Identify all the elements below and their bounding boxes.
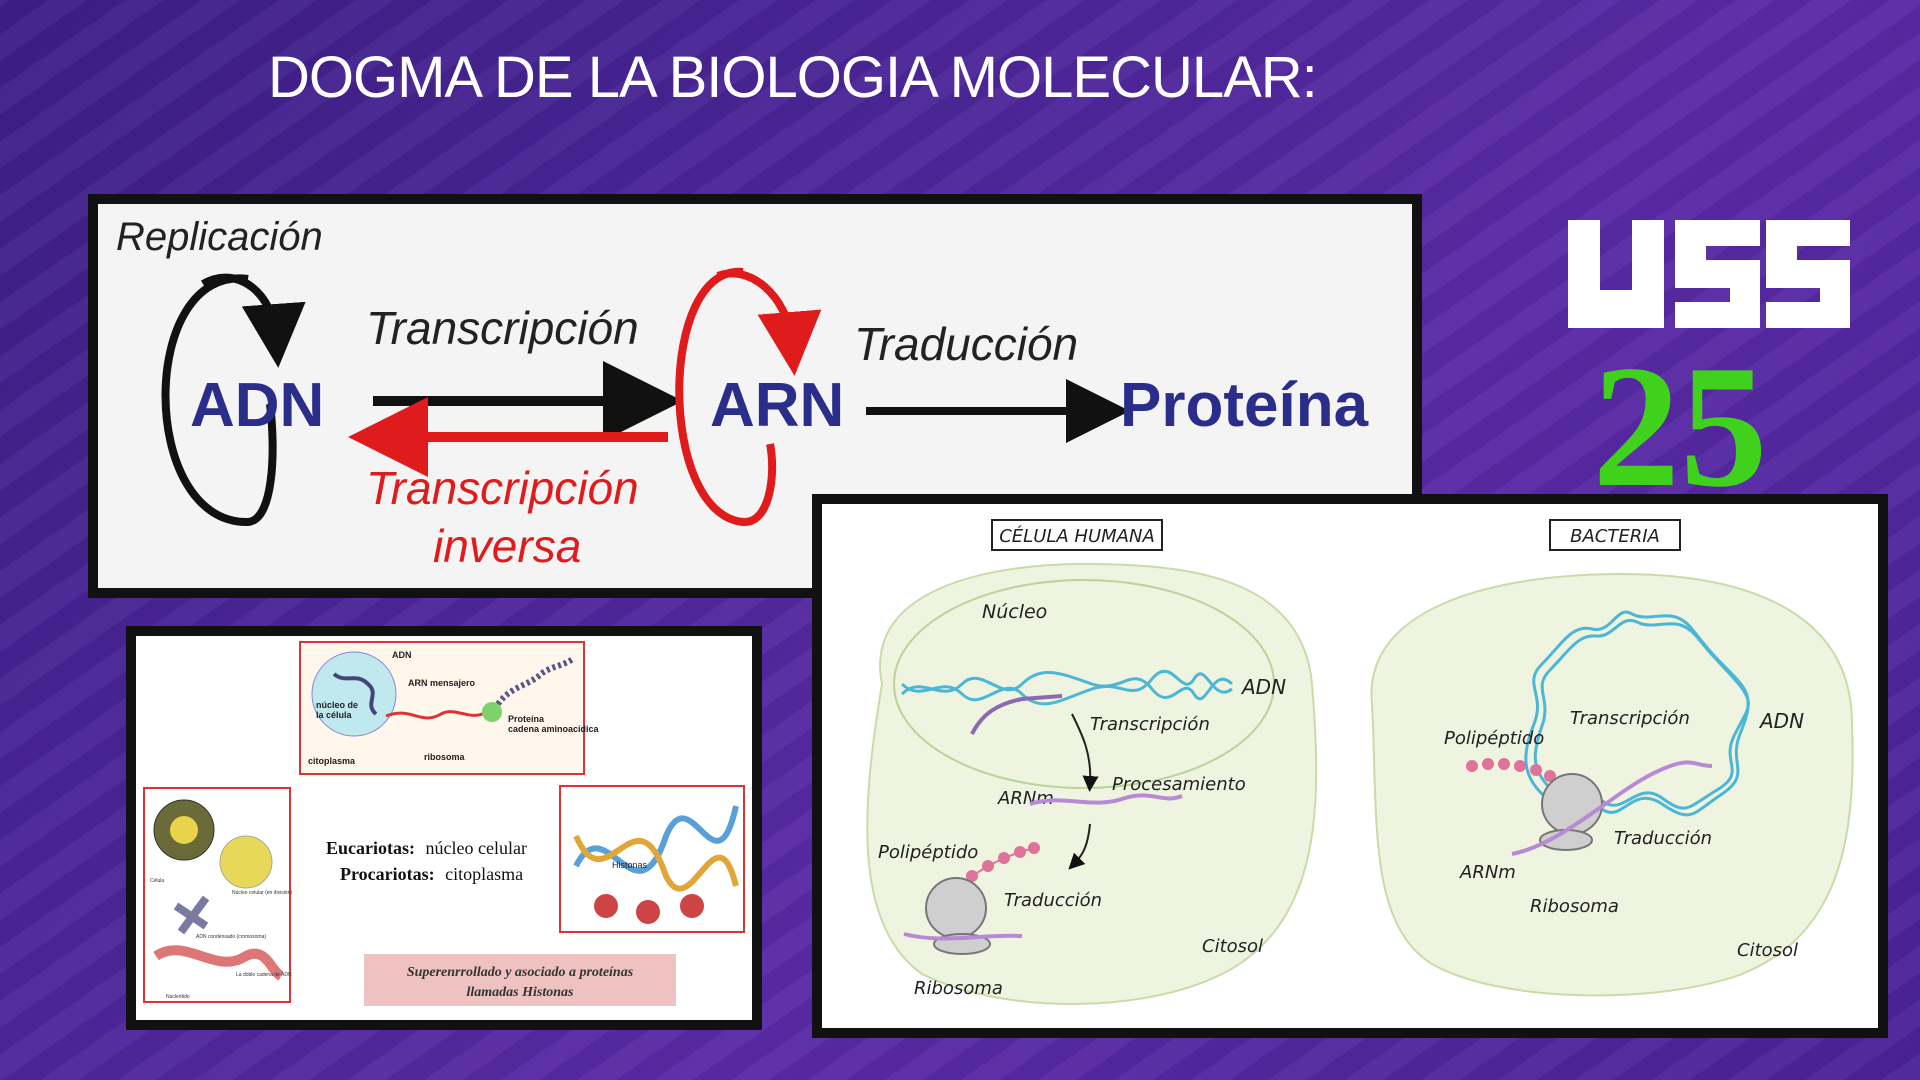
bacteria-ribosome-label: Ribosoma <box>1530 896 1619 917</box>
translation-label: Traducción <box>854 318 1078 370</box>
bacteria-cytosol-label: Citosol <box>1737 940 1798 961</box>
human-nucleus-label: Núcleo <box>982 601 1047 623</box>
histone-3 <box>680 894 704 918</box>
uss-25-logo: 25 <box>1568 220 1850 510</box>
replication-loop <box>161 274 277 527</box>
replication-arrow <box>201 273 306 368</box>
human-ribosome-large <box>925 877 987 939</box>
human-title: CÉLULA HUMANA <box>999 525 1155 547</box>
bacteria-dna-ring <box>1524 610 1750 817</box>
mini-label-protein-1: Proteína <box>508 714 545 724</box>
cells-diagram: CÉLULA HUMANA Núcleo ADN Transcripción P… <box>866 519 1854 1005</box>
human-dna-strand-2 <box>900 669 1233 706</box>
human-polypeptide-label: Polipéptido <box>878 842 978 863</box>
histone-2 <box>636 900 660 924</box>
bacteria-transcription-label: Transcripción <box>1570 708 1690 729</box>
reverse-transcription-label-1: Transcripción <box>366 462 639 514</box>
slide-title: DOGMA DE LA BIOLOGIA MOLECULAR: <box>268 45 1318 110</box>
note-line-1: Superenrrollado y asociado a proteínas <box>407 965 634 980</box>
dna-strand-mini <box>332 672 378 716</box>
eukaryotes-line: Eucariotas: núcleo celular <box>326 838 527 858</box>
human-arrow-2 <box>1068 823 1091 870</box>
bacteria-translation-label: Traducción <box>1614 828 1712 849</box>
bacteria-title: BACTERIA <box>1570 526 1660 547</box>
human-translation-label: Traducción <box>1004 890 1102 911</box>
reverse-transcription-label-2: inversa <box>433 520 581 572</box>
bacteria-dna-label: ADN <box>1758 709 1804 733</box>
dogma-panel: Replicación ADN Transcripción Transcripc… <box>88 194 1422 598</box>
bacteria-dna-ring-2 <box>1533 618 1750 810</box>
nucleus-circle <box>311 651 397 737</box>
mini-label-cytoplasm: citoplasma <box>308 756 356 766</box>
mini-label-dna: ADN <box>392 650 412 660</box>
protein-node: Proteína <box>1120 371 1369 440</box>
histone-1 <box>594 894 618 918</box>
human-cytosol-label: Citosol <box>1202 936 1263 957</box>
bacteria-mrna-label: ARNm <box>1459 862 1516 883</box>
mini-label-nucleus-1: núcleo de <box>316 700 358 710</box>
human-ribosome-label: Ribosoma <box>914 978 1003 999</box>
rna-loop <box>675 267 777 526</box>
bacteria-polypeptide-beads <box>1466 758 1556 782</box>
logo-letter-s2 <box>1766 220 1850 328</box>
dna-node: ADN <box>190 371 324 440</box>
human-arrow-1 <box>1071 713 1099 792</box>
bacteria-cell-membrane <box>1370 572 1854 997</box>
mini-label-ribosome: ribosoma <box>424 752 466 762</box>
human-transcription-label: Transcripción <box>1090 714 1210 735</box>
human-premrna <box>970 694 1063 735</box>
chromatin-label-nucleus: Núcleo celular (en división) <box>232 890 292 896</box>
histones-label: Histonas <box>612 860 648 870</box>
double-helix-illustration <box>153 945 285 981</box>
chromosome-illustration <box>173 895 210 935</box>
chromatin-label-double-strand: La doble cadena de ADN <box>236 972 292 978</box>
chromatin-label-cell: Célula <box>150 878 164 884</box>
mini-label-mrna: ARN mensajero <box>408 678 476 688</box>
logo-letter-u <box>1568 220 1664 328</box>
cell-nucleus-illustration <box>170 816 198 844</box>
dogma-diagram: Replicación ADN Transcripción Transcripc… <box>116 215 1369 572</box>
dna-location-panel: ADN ARN mensajero núcleo de la célula Pr… <box>126 626 762 1030</box>
human-dna-strand-1 <box>900 670 1234 701</box>
protein-chain-mini <box>495 655 576 706</box>
dna-helix-b <box>573 834 739 892</box>
chromatin-label-nucleotide: Nucleótido <box>166 994 190 1000</box>
human-mrna-label: ARNm <box>997 788 1054 809</box>
human-nucleus <box>893 579 1275 789</box>
human-translating-mrna <box>903 932 1023 941</box>
dna-location-diagram: ADN ARN mensajero núcleo de la célula Pr… <box>143 641 745 1006</box>
eukaryotes-value: núcleo celular <box>426 838 527 858</box>
logo-letter-s1 <box>1675 220 1760 328</box>
mrna-strand-mini <box>385 710 487 720</box>
bacteria-polypeptide-label: Polipéptido <box>1444 728 1544 749</box>
prokaryotes-value: citoplasma <box>445 864 523 884</box>
human-title-box <box>991 519 1163 551</box>
dividing-nucleus-illustration <box>219 835 273 889</box>
ribosome-mini <box>482 702 502 722</box>
human-processing-label: Procesamiento <box>1112 774 1246 795</box>
human-mrna-strand <box>1029 793 1183 806</box>
rna-node: ARN <box>710 371 844 440</box>
bacteria-mrna-strand <box>1511 760 1713 856</box>
note-line-2: llamadas Histonas <box>467 985 575 1000</box>
rna-loop-arrow <box>716 269 822 376</box>
logo-number: 25 <box>1593 329 1768 510</box>
mini-label-nucleus-2: la célula <box>316 710 353 720</box>
prokaryotes-line: Procariotas: citoplasma <box>340 864 523 884</box>
mini-label-protein-2: cadena aminoacídica <box>508 724 600 734</box>
replication-label: Replicación <box>116 215 323 259</box>
eukaryotes-label: Eucariotas: <box>326 838 415 858</box>
human-polypeptide-beads <box>966 842 1040 882</box>
dna-helix-a <box>573 805 739 874</box>
note-box <box>364 954 676 1006</box>
transcription-label: Transcripción <box>366 302 639 354</box>
prokaryotes-label: Procariotas: <box>340 864 435 884</box>
bacteria-title-box <box>1549 519 1681 551</box>
cells-panel: CÉLULA HUMANA Núcleo ADN Transcripción P… <box>812 494 1888 1038</box>
human-dna-label: ADN <box>1240 675 1286 699</box>
chromatin-label-chromosome: ADN condensado (cromosoma) <box>196 934 266 940</box>
